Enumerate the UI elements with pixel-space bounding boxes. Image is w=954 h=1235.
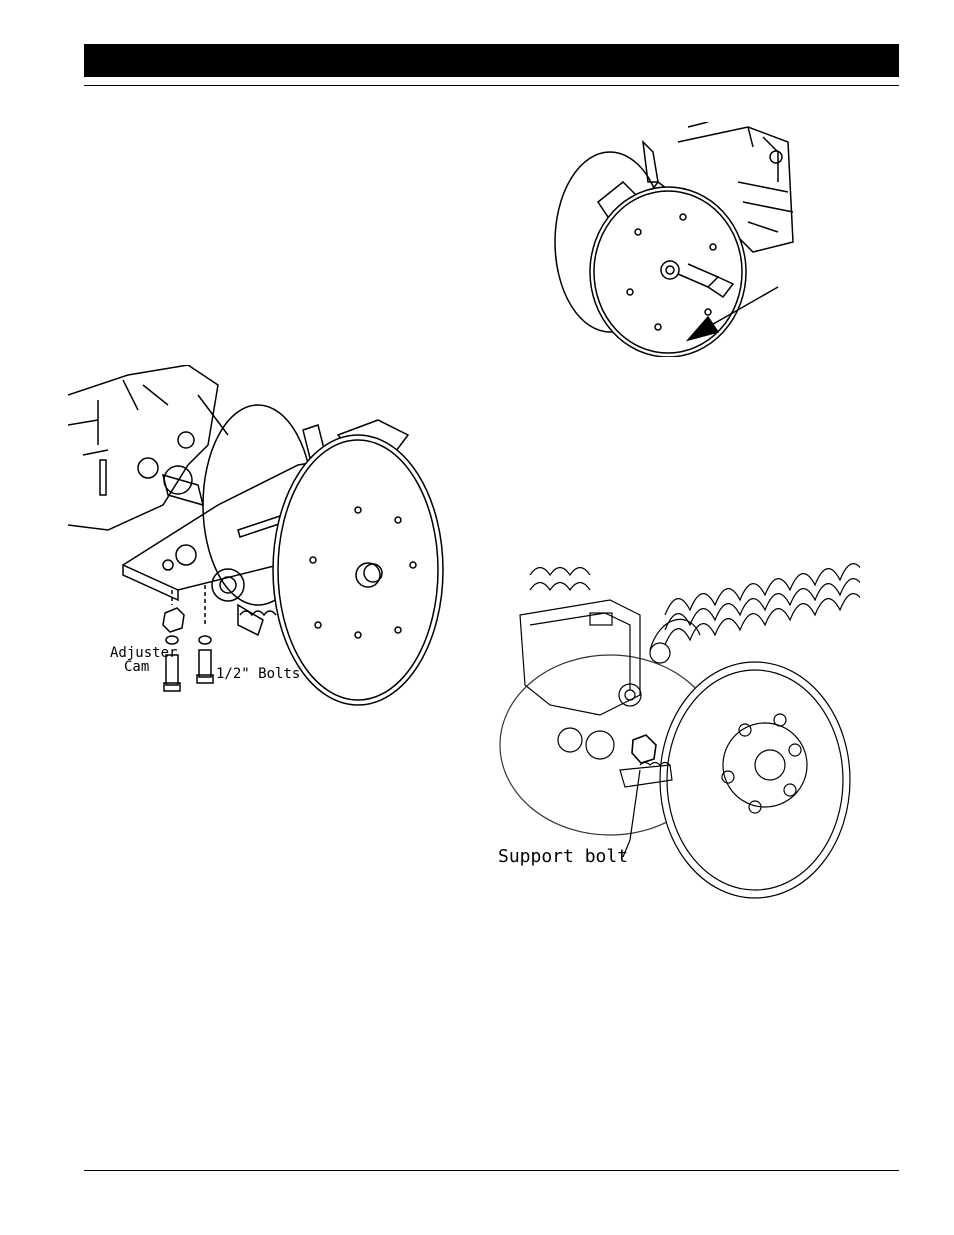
bolts-label: 1/2" Bolts — [216, 666, 300, 682]
header-rule — [84, 85, 899, 86]
support-bolt-label: Support bolt — [498, 846, 628, 867]
adjuster-cam-label-line2: Cam — [124, 659, 149, 675]
footer-rule — [84, 1170, 899, 1171]
bolt-assembly-figure: Adjuster Cam 1/2" Bolts — [68, 365, 453, 715]
support-bolt-figure: Support bolt — [490, 555, 860, 900]
header-bar — [84, 44, 899, 77]
disc-removal-figure — [548, 122, 798, 357]
